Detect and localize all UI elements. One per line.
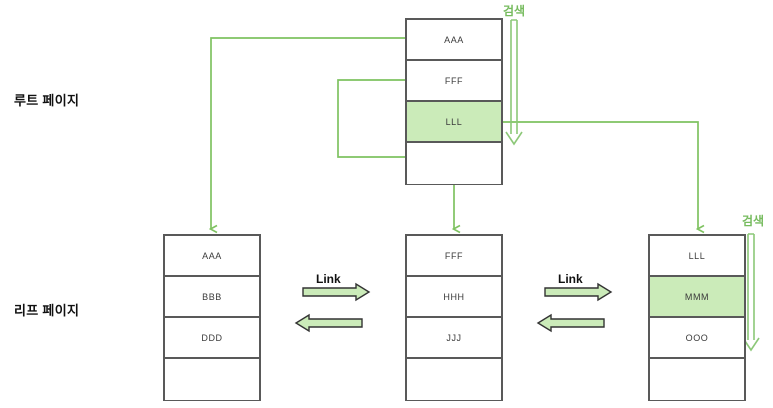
root-page-box[interactable]: AAA FFF LLL (405, 18, 503, 185)
link-arrow-1-right (302, 282, 371, 302)
root-page-cell-3[interactable]: LLL (407, 102, 501, 143)
leaf-page-3-cell-3[interactable]: OOO (650, 318, 744, 359)
row-label-root-page: 루트 페이지 (14, 93, 80, 108)
connector-root-aaa-to-leaf1 (211, 37, 405, 229)
link-arrow-2-right (544, 282, 613, 302)
search-arrow-head-root (505, 131, 523, 146)
leaf-page-3-box[interactable]: LLL MMM OOO (648, 234, 746, 401)
leaf-page-1-cell-3[interactable]: DDD (165, 318, 259, 359)
leaf-page-2-cell-1[interactable]: FFF (407, 236, 501, 277)
leaf-page-3-cell-2[interactable]: MMM (650, 277, 744, 318)
leaf-page-3-cell-1[interactable]: LLL (650, 236, 744, 277)
link-arrow-1-left (294, 313, 363, 333)
connector-root-lll-to-leaf3 (503, 121, 698, 229)
link-label-2: Link (558, 272, 583, 286)
leaf-page-3-cell-4[interactable] (650, 359, 744, 400)
root-page-cell-2[interactable]: FFF (407, 61, 501, 102)
root-page-cell-1[interactable]: AAA (407, 20, 501, 61)
search-label-root: 검색 (503, 4, 526, 18)
link-label-1: Link (316, 272, 341, 286)
leaf-page-1-cell-1[interactable]: AAA (165, 236, 259, 277)
leaf-page-1-box[interactable]: AAA BBB DDD (163, 234, 261, 401)
root-page-cell-4[interactable] (407, 143, 501, 184)
search-label-leaf: 검색 (742, 214, 765, 228)
leaf-page-1-cell-4[interactable] (165, 359, 259, 400)
search-arrow-shaft-leaf (747, 233, 755, 340)
leaf-page-1-cell-2[interactable]: BBB (165, 277, 259, 318)
link-arrow-2-left (536, 313, 605, 333)
leaf-page-2-cell-2[interactable]: HHH (407, 277, 501, 318)
row-label-leaf-page: 리프 페이지 (14, 303, 80, 318)
leaf-page-2-cell-3[interactable]: JJJ (407, 318, 501, 359)
leaf-page-2-cell-4[interactable] (407, 359, 501, 400)
leaf-page-2-box[interactable]: FFF HHH JJJ (405, 234, 503, 401)
search-arrow-shaft-root (510, 19, 518, 134)
